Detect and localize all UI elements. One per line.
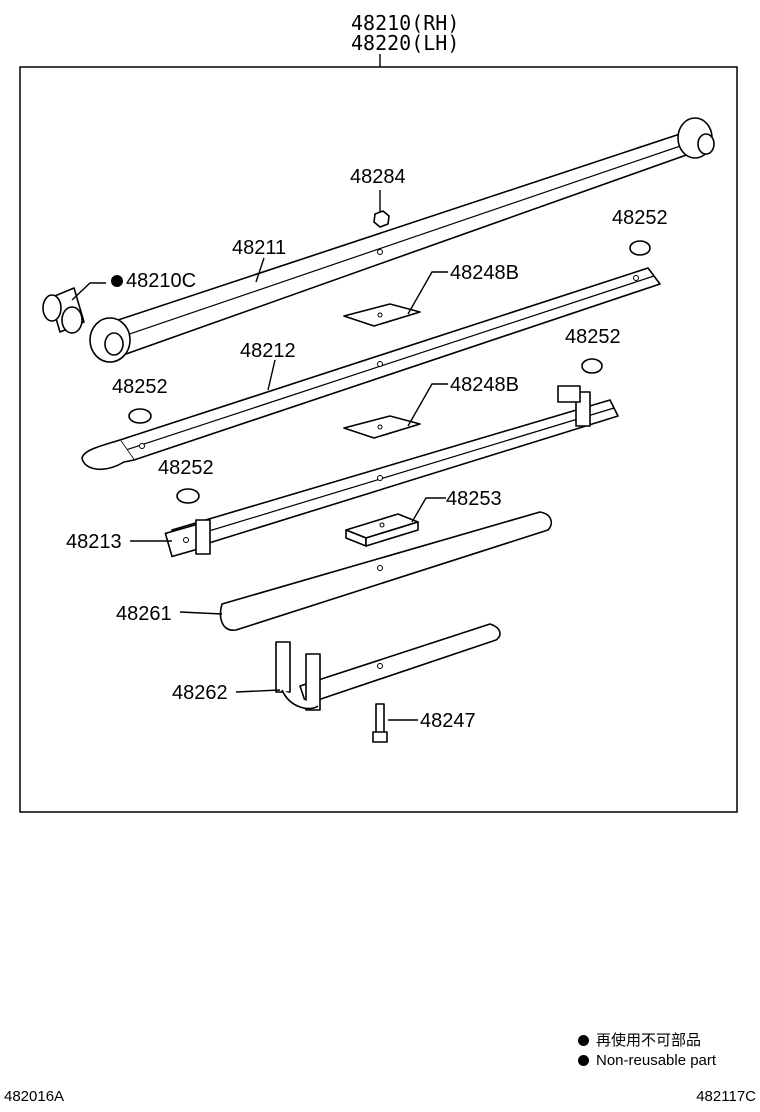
label-48248B-lower: 48248B [450, 374, 519, 396]
footer-code-right: 482117C [696, 1088, 756, 1105]
legend-dot [578, 1035, 589, 1046]
legend-en: Non-reusable part [578, 1051, 716, 1071]
label-48211: 48211 [232, 237, 286, 259]
leaf-spring-48213 [164, 385, 619, 558]
label-48253: 48253 [446, 488, 502, 510]
leaf-spring-48262 [275, 623, 501, 711]
pad-48248B-lower [343, 415, 421, 439]
pad-48248B-upper [343, 303, 421, 327]
leader-48248B-upper [407, 271, 448, 315]
assembly-frame [19, 66, 738, 813]
leaf-spring-48261 [219, 511, 553, 631]
leader-48211 [255, 257, 265, 283]
label-48261: 48261 [116, 603, 172, 625]
label-48213: 48213 [66, 531, 122, 553]
label-48212: 48212 [240, 340, 296, 362]
header-assembly-lh: 48220(LH) [351, 31, 459, 55]
leader-48210C [71, 282, 106, 301]
cap-48252-b [128, 408, 152, 424]
legend-jp-text: 再使用不可部品 [596, 1032, 702, 1049]
non-reusable-marker [111, 275, 123, 287]
leader-48261 [179, 611, 223, 615]
label-48252-c: 48252 [158, 457, 214, 479]
leaf-spring-48212 [81, 267, 661, 470]
label-48252-d: 48252 [565, 326, 621, 348]
label-48210C: 48210C [126, 270, 196, 292]
label-48252-b: 48252 [112, 376, 168, 398]
legend-jp: 再使用不可部品 [578, 1031, 701, 1051]
cap-48252-c [176, 488, 200, 504]
label-48248B-upper: 48248B [450, 262, 519, 284]
header-assembly-rh: 48210(RH) [351, 11, 459, 35]
footer-code-left: 482016A [4, 1088, 65, 1105]
label-48247: 48247 [420, 710, 476, 732]
leader-48253 [411, 497, 446, 523]
legend-en-text: Non-reusable part [596, 1052, 717, 1069]
label-48262: 48262 [172, 682, 228, 704]
leader-48212 [267, 359, 276, 391]
cap-48252-a [629, 240, 651, 256]
leaf-spring-48211 [89, 117, 715, 363]
bushing-48210C [42, 287, 85, 334]
label-48252-a: 48252 [612, 207, 668, 229]
leader-48262 [235, 689, 281, 693]
nut-48284 [373, 210, 390, 228]
label-48284: 48284 [350, 166, 406, 188]
spacer-48253 [345, 513, 419, 547]
legend-dot [578, 1055, 589, 1066]
cap-48252-d [581, 358, 603, 374]
bolt-48247 [372, 703, 388, 743]
leader-48248B-lower [407, 383, 448, 427]
